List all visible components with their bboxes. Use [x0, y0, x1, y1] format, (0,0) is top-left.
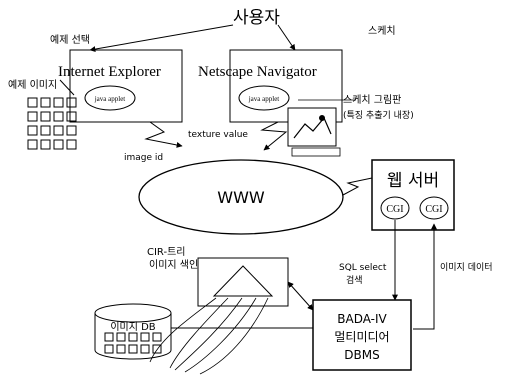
- netscape-navigator-title: Netscape Navigator: [198, 64, 317, 80]
- image-id-label: image id: [124, 153, 163, 163]
- example-image-pointer: [59, 79, 75, 96]
- ie-applet-ellipse: [84, 85, 136, 111]
- ns-applet-label: java applet: [248, 95, 280, 103]
- cgi-left-label: CGI: [386, 204, 403, 215]
- cgi-right-label: CGI: [425, 204, 442, 215]
- texture-value-label: texture value: [188, 130, 248, 140]
- user-to-ie-arrow: [89, 24, 234, 53]
- tree-dbms-link: [287, 281, 314, 311]
- dbms-line3: DBMS: [344, 348, 379, 362]
- www-to-webserver-zigzag: [342, 177, 373, 196]
- user-label: 사용자: [233, 8, 280, 28]
- sketch-drawing: [293, 116, 332, 139]
- image-id-zigzag: [144, 121, 183, 148]
- ie-applet-label: java applet: [94, 95, 126, 103]
- internet-explorer-title: Internet Explorer: [58, 64, 161, 80]
- www-ellipse: [138, 159, 344, 235]
- example-select-label: 예제 선택: [50, 34, 90, 46]
- image-data-arrow: [413, 223, 437, 330]
- image-db-cylinder: [94, 303, 172, 360]
- index-search-label: 이미지 색인: [149, 259, 198, 271]
- image-db-label: 이미지 DB: [110, 321, 155, 333]
- cgi-right-ellipse: [419, 196, 449, 220]
- sql-select-label: SQL select: [339, 263, 387, 273]
- image-data-label: 이미지 데이터: [440, 262, 493, 273]
- feature-extractor-label: (특징 추출기 내장): [343, 110, 414, 121]
- texture-value-zigzag: [260, 121, 288, 151]
- sketch-canvas-box: [287, 107, 337, 147]
- www-label: WWW: [217, 188, 265, 207]
- internet-explorer-box: [69, 49, 183, 123]
- sketch-dot: [319, 115, 325, 121]
- netscape-navigator-box: [229, 49, 343, 123]
- example-image-label: 예제 이미지: [8, 79, 57, 91]
- cir-tree-label: CIR-트리: [147, 246, 185, 258]
- web-server-label: 웹 서버: [387, 171, 439, 191]
- sketch-shape-label: 스케치 그림판: [343, 94, 401, 106]
- sketch-label: 스케치: [368, 25, 396, 37]
- user-to-ns-arrow: [277, 24, 296, 51]
- ns-applet-ellipse: [238, 85, 290, 111]
- search-label: 검색: [346, 274, 363, 286]
- cgi-left-ellipse: [380, 196, 410, 220]
- dbms-line1: BADA-IV: [337, 312, 387, 326]
- image-db-thumbnails: [104, 332, 162, 354]
- example-image-grid: [27, 97, 77, 150]
- tree-to-db-curves: [149, 297, 269, 375]
- cir-tree-box: [197, 257, 289, 307]
- dbms-line2: 멀티미디어: [334, 330, 389, 344]
- dbms-box: [312, 299, 412, 371]
- sketch-toolbar: [291, 147, 341, 157]
